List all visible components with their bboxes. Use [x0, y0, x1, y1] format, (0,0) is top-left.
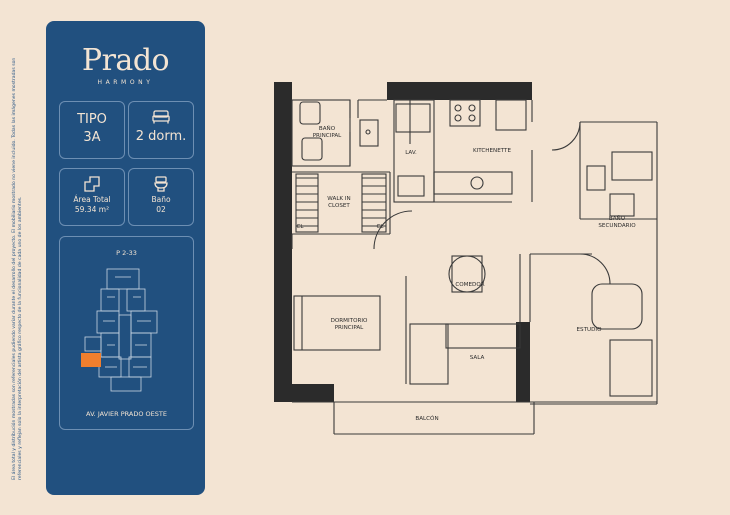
brand-subtitle: HARMONY — [97, 79, 154, 86]
disclaimer-text: El área total y distribución mostradas s… — [12, 40, 24, 480]
area-value: 59.34 m² — [74, 205, 110, 214]
disclaimer-label: El área total y distribución mostradas s… — [12, 57, 23, 480]
area-card: Área Total 59.34 m² — [59, 168, 125, 226]
room-bano-secundario: BAÑO SECUNDARIO — [598, 216, 636, 229]
tipo-label: TIPO — [77, 112, 107, 127]
room-dormitorio-principal: DORMITORIO PRINCIPAL — [330, 318, 368, 331]
bano-value: 02 — [156, 205, 166, 214]
floor-plan: BAÑO PRINCIPAL LAV. KITCHENETTE WALK IN … — [262, 74, 672, 444]
tipo-value: 3A — [83, 130, 101, 145]
room-estudio: ESTUDIO — [576, 327, 602, 333]
room-comedor: COMEDOR — [455, 282, 485, 288]
tipo-card: TIPO 3A — [59, 101, 125, 159]
keyplan-card: P 2-33 — [59, 236, 194, 430]
area-icon — [84, 176, 100, 192]
info-panel: Prado HARMONY TIPO 3A 2 dorm. Área Total… — [46, 21, 205, 495]
dorm-card: 2 dorm. — [128, 101, 194, 159]
bed-icon — [152, 110, 170, 124]
keyplan-code: P 2-33 — [116, 249, 137, 257]
room-sala: SALA — [469, 355, 485, 361]
brand-logo: Prado — [81, 43, 170, 78]
dorm-value: 2 dorm. — [135, 129, 187, 144]
room-cl-left: CL — [296, 224, 304, 230]
room-bano-principal: BAÑO PRINCIPAL — [312, 126, 342, 139]
keyplan-street: AV. JAVIER PRADO OESTE — [86, 410, 167, 418]
room-lav: LAV. — [405, 150, 417, 156]
bano-label: Baño — [151, 195, 171, 204]
area-label: Área Total — [73, 195, 111, 204]
keyplan-highlight — [81, 353, 101, 367]
floor-plan-drawing — [274, 82, 658, 435]
toilet-icon — [154, 176, 168, 192]
keyplan-map — [81, 268, 158, 392]
room-walk-in-closet: WALK IN CLOSET — [327, 196, 351, 209]
room-balcon: BALCÓN — [415, 416, 439, 422]
room-kitchenette: KITCHENETTE — [472, 148, 512, 154]
bano-card: Baño 02 — [128, 168, 194, 226]
room-cl-right: CL — [376, 224, 384, 230]
